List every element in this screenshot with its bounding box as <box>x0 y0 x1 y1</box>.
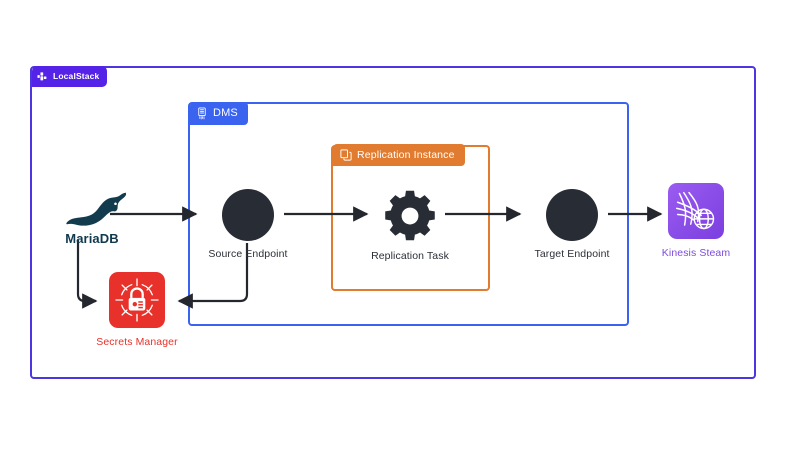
localstack-logo-icon <box>37 71 48 82</box>
filled-circle-icon <box>546 189 598 241</box>
node-source-endpoint[interactable]: Source Endpoint <box>203 189 293 260</box>
secrets-manager-lock-icon <box>109 272 165 328</box>
node-secrets-manager-label: Secrets Manager <box>96 336 178 348</box>
container-localstack <box>30 66 756 379</box>
filled-circle-icon <box>222 189 274 241</box>
database-icon <box>196 107 208 120</box>
node-mariadb[interactable]: MariaDB <box>48 190 136 246</box>
node-replication-task-label: Replication Task <box>371 250 449 262</box>
badge-replication-instance-label: Replication Instance <box>357 148 455 161</box>
kinesis-stream-icon <box>668 183 724 239</box>
node-target-endpoint[interactable]: Target Endpoint <box>527 189 617 260</box>
badge-dms-label: DMS <box>213 107 238 119</box>
badge-replication-instance[interactable]: Replication Instance <box>333 144 465 166</box>
node-mariadb-label: MariaDB <box>65 231 119 246</box>
node-replication-task[interactable]: Replication Task <box>371 189 449 262</box>
node-target-endpoint-label: Target Endpoint <box>534 248 610 260</box>
gear-icon <box>383 189 437 243</box>
mariadb-seal-logo-icon <box>55 190 129 230</box>
node-kinesis-stream[interactable]: Kinesis Steam <box>660 183 732 259</box>
copy-icon <box>340 149 352 161</box>
node-kinesis-stream-label: Kinesis Steam <box>661 247 731 259</box>
node-secrets-manager[interactable]: Secrets Manager <box>96 272 178 348</box>
node-source-endpoint-label: Source Endpoint <box>208 248 288 260</box>
badge-dms[interactable]: DMS <box>190 102 248 125</box>
badge-localstack-label: LocalStack <box>53 71 100 82</box>
badge-localstack[interactable]: LocalStack <box>32 66 108 87</box>
